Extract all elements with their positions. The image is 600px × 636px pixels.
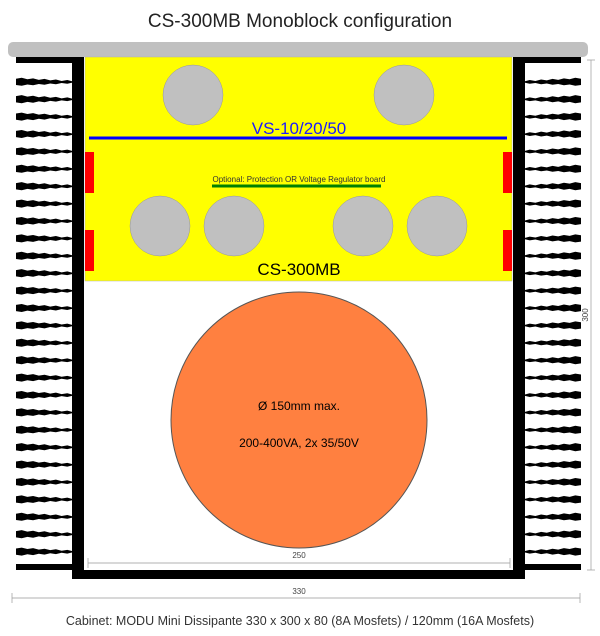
heatsink-fins-right (524, 77, 581, 570)
capacitor (406, 195, 468, 257)
heatsink-fin (16, 460, 73, 469)
heatsink-top-left (16, 57, 84, 63)
heatsink-fin (524, 390, 581, 399)
heatsink-fin (16, 303, 73, 312)
heatsink-fin (524, 460, 581, 469)
cs-board-label: CS-300MB (257, 260, 340, 279)
heatsink-fin (16, 199, 73, 208)
capacitor (203, 195, 265, 257)
heatsink-fin (524, 530, 581, 539)
heatsink-fin (524, 512, 581, 521)
outer-width-label: 330 (292, 587, 306, 596)
heatsink-fin (16, 269, 73, 278)
cabinet-caption: Cabinet: MODU Mini Dissipante 330 x 300 … (66, 614, 534, 628)
heatsink-fin (16, 530, 73, 539)
heatsink-fin (524, 164, 581, 173)
capacitor (332, 195, 394, 257)
heatsink-fin (524, 129, 581, 138)
bottom-wall (72, 570, 525, 579)
cabinet-lid (8, 42, 588, 57)
mosfet-mount (85, 230, 94, 271)
diagram-title: CS-300MB Monoblock configuration (148, 11, 452, 32)
heatsink-fins-left (16, 77, 73, 570)
heatsink-fin (16, 321, 73, 330)
capacitor (129, 195, 191, 257)
heatsink-top-right (513, 57, 581, 63)
heatsink-fin (16, 547, 73, 556)
heatsink-fin (16, 338, 73, 347)
heatsink-fin (16, 495, 73, 504)
heatsink-fin (524, 477, 581, 486)
mosfet-mount (503, 230, 512, 271)
depth-label: 300 (581, 308, 590, 322)
heatsink-fin (524, 321, 581, 330)
heatsink-fin (524, 303, 581, 312)
heatsink-fin (524, 547, 581, 556)
heatsink-fin (16, 512, 73, 521)
heatsink-fin (16, 216, 73, 225)
heatsink-fin (16, 356, 73, 365)
heatsink-fin (16, 477, 73, 486)
heatsink-fin (524, 443, 581, 452)
transformer-spec-label: 200-400VA, 2x 35/50V (239, 436, 359, 450)
heatsink-fin (16, 373, 73, 382)
heatsink-fin (16, 77, 73, 86)
heatsink-fin (524, 147, 581, 156)
heatsink-fin (524, 338, 581, 347)
dimension-lines (11, 59, 595, 603)
heatsink-fin (16, 408, 73, 417)
heatsink-fin (524, 408, 581, 417)
transformer (170, 291, 428, 549)
heatsink-fin (16, 112, 73, 121)
heatsink-fin (524, 199, 581, 208)
heatsink-fin (524, 112, 581, 121)
heatsink-fin (524, 356, 581, 365)
heatsink-fin (16, 129, 73, 138)
heatsink-fin (16, 95, 73, 104)
heatsink-fin (16, 390, 73, 399)
heatsink-fin (524, 269, 581, 278)
heatsink-fin (16, 234, 73, 243)
right-side-wall (513, 57, 525, 579)
heatsink-fin (524, 251, 581, 260)
left-side-wall (72, 57, 84, 579)
inner-width-label: 250 (292, 551, 306, 560)
heatsink-fin (16, 182, 73, 191)
optional-board-label: Optional: Protection OR Voltage Regulato… (213, 175, 386, 184)
heatsink-fin (16, 147, 73, 156)
heatsink-fin (16, 164, 73, 173)
heatsink-fin (524, 216, 581, 225)
heatsink-fin (16, 425, 73, 434)
mosfet-mount (85, 152, 94, 193)
heatsink-fin (524, 234, 581, 243)
heatsink-fin (16, 286, 73, 295)
capacitor (373, 64, 435, 126)
heatsink-fin (524, 286, 581, 295)
heatsink-fin (524, 564, 581, 570)
vs-board-label: VS-10/20/50 (252, 119, 347, 138)
capacitor (162, 64, 224, 126)
transformer-diameter-label: Ø 150mm max. (258, 399, 340, 413)
heatsink-fin (524, 425, 581, 434)
heatsink-fin (16, 251, 73, 260)
mosfet-mount (503, 152, 512, 193)
heatsink-fin (16, 443, 73, 452)
heatsink-fin (524, 77, 581, 86)
heatsink-fin (16, 564, 73, 570)
heatsink-fin (524, 373, 581, 382)
heatsink-fin (524, 182, 581, 191)
heatsink-fin (524, 95, 581, 104)
heatsink-fin (524, 495, 581, 504)
